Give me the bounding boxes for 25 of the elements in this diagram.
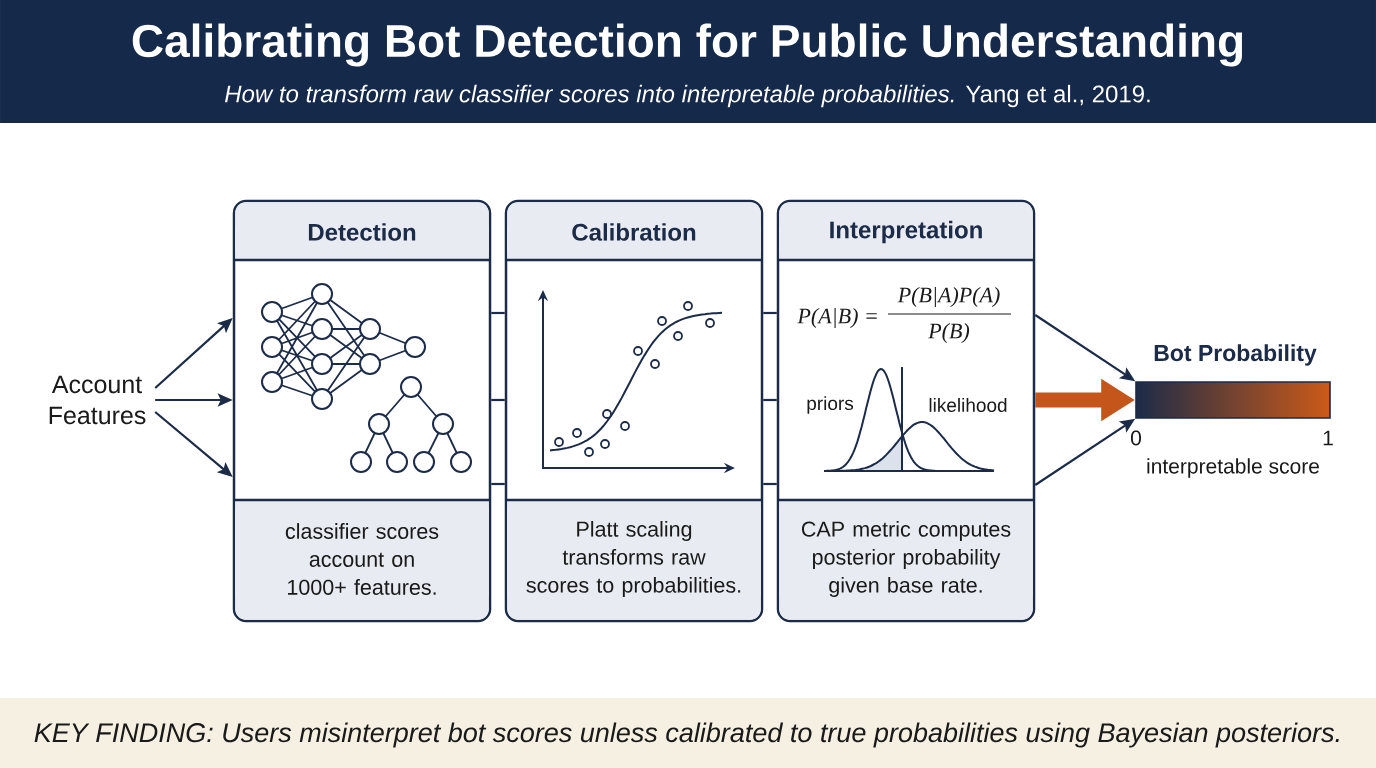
connector-line xyxy=(491,482,505,486)
scale-tick-label: 1 xyxy=(1323,430,1333,446)
scale-tick-label: 0 xyxy=(1131,430,1141,446)
panel-header: Detection xyxy=(234,202,490,262)
formula-text: P(B|A)P(A) xyxy=(897,287,1000,307)
axis-label: priors xyxy=(807,396,854,414)
connector-line xyxy=(763,482,777,486)
panel-description: CAP metric computes posterior probability given base rate. xyxy=(778,498,1034,620)
title: Calibrating Bot Detection for Public Understanding xyxy=(132,23,1243,67)
node-label: Account Features xyxy=(49,375,146,425)
key-finding-banner: KEY FINDING: Users misinterpret bot scores unless calibrated to true probabilities using Bayesian posteriors. xyxy=(0,698,1376,768)
connector-line xyxy=(763,398,777,402)
panel-header: Interpretation xyxy=(778,202,1034,262)
panel-header: Calibration xyxy=(506,202,762,262)
connector-line xyxy=(763,311,777,315)
formula-text: P(B) xyxy=(928,323,970,343)
bar-heading: Bot Probability xyxy=(1154,344,1317,366)
axis-label: likelihood xyxy=(929,398,1007,412)
panel-description: classifier scores account on 1000+ features. xyxy=(234,498,490,620)
panel-description: Platt scaling transforms raw scores to probabilities. xyxy=(506,498,762,620)
connector-line xyxy=(491,398,505,402)
scale-label: interpretable score xyxy=(1147,458,1319,478)
formula-text: P(A|B) = xyxy=(797,308,877,328)
connector-line xyxy=(491,311,505,315)
subtitle: How to transform raw classifier scores into interpretable probabilities. Yang et al., 2019. xyxy=(225,84,1150,108)
